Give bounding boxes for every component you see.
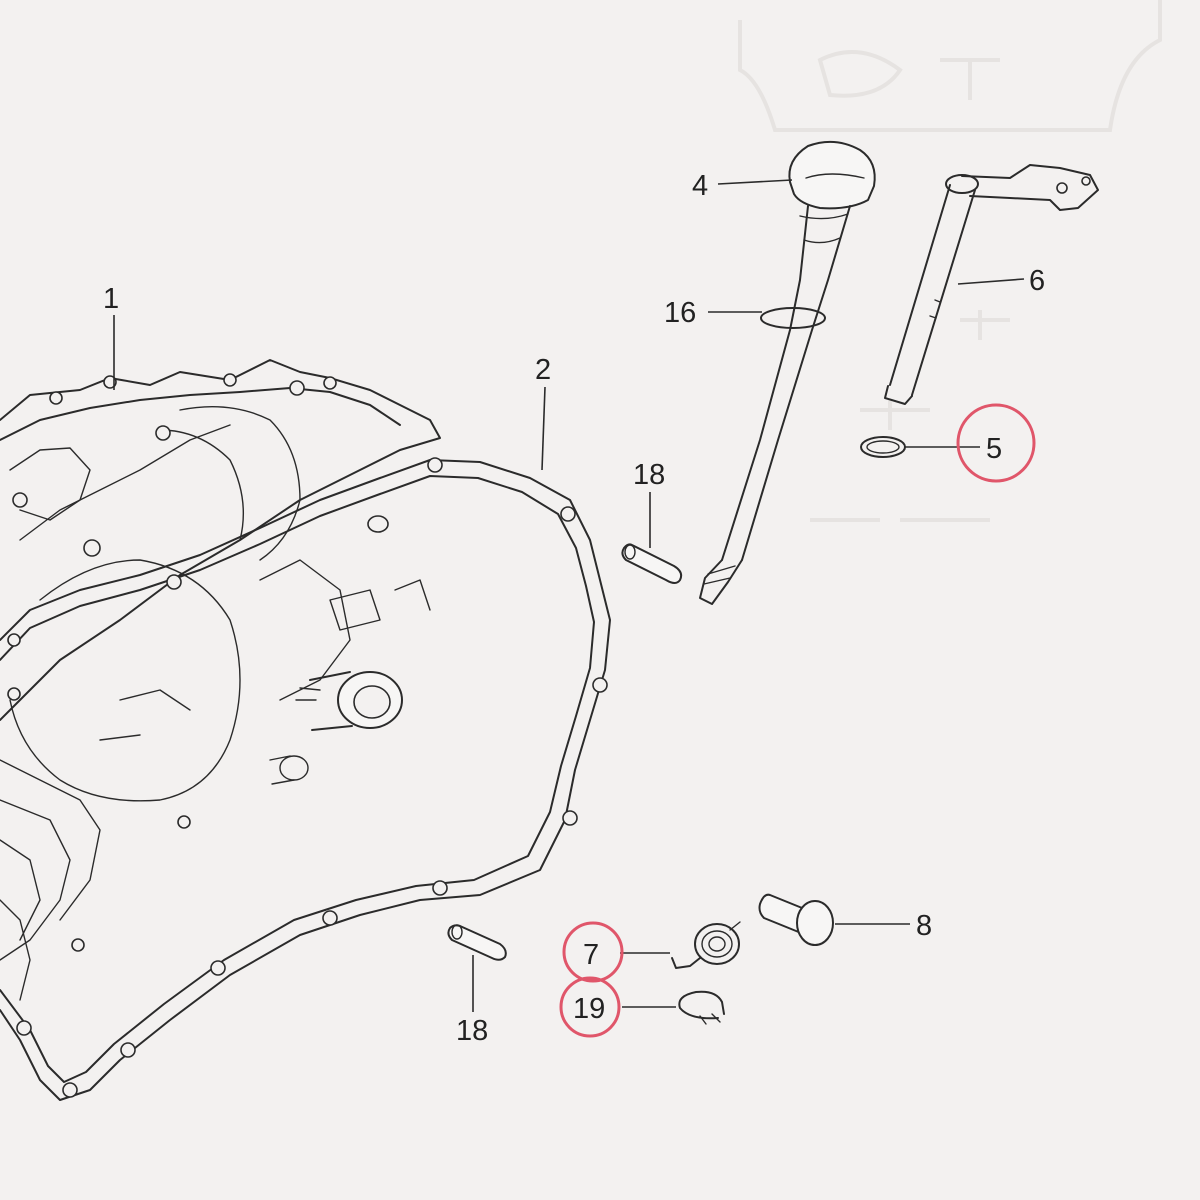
label-part-1: 1 <box>103 283 119 315</box>
return-spring <box>671 921 741 969</box>
label-part-19: 19 <box>573 993 605 1025</box>
leader-lines <box>113 179 1025 1012</box>
highlight-ring-part-5 <box>956 403 1036 483</box>
bleed-through-background <box>738 0 1162 522</box>
crankcase-cover <box>0 359 441 1001</box>
shift-lever-shaft <box>884 164 1099 405</box>
cover-gasket <box>0 457 611 1101</box>
label-part-16: 16 <box>664 297 696 329</box>
dowel-pin-lower <box>447 924 507 961</box>
o-ring <box>860 436 906 458</box>
label-part-4: 4 <box>692 170 708 202</box>
highlight-circles <box>559 403 1036 1038</box>
label-part-7: 7 <box>583 939 599 971</box>
pivot-pin <box>758 893 834 946</box>
label-part-6: 6 <box>1029 265 1045 297</box>
label-part-5: 5 <box>986 433 1002 465</box>
highlight-ring-part-19 <box>559 976 621 1038</box>
label-part-18-lower: 18 <box>456 1015 488 1047</box>
label-part-2: 2 <box>535 354 551 386</box>
part-number-labels: 1 2 4 5 6 7 8 16 18 18 19 <box>103 170 1045 1047</box>
label-part-8: 8 <box>916 910 932 942</box>
dipstick <box>699 140 876 605</box>
circlip <box>678 990 725 1025</box>
label-part-18-upper: 18 <box>633 459 665 491</box>
dowel-pin-upper <box>621 543 683 584</box>
highlight-ring-part-7 <box>562 921 624 983</box>
